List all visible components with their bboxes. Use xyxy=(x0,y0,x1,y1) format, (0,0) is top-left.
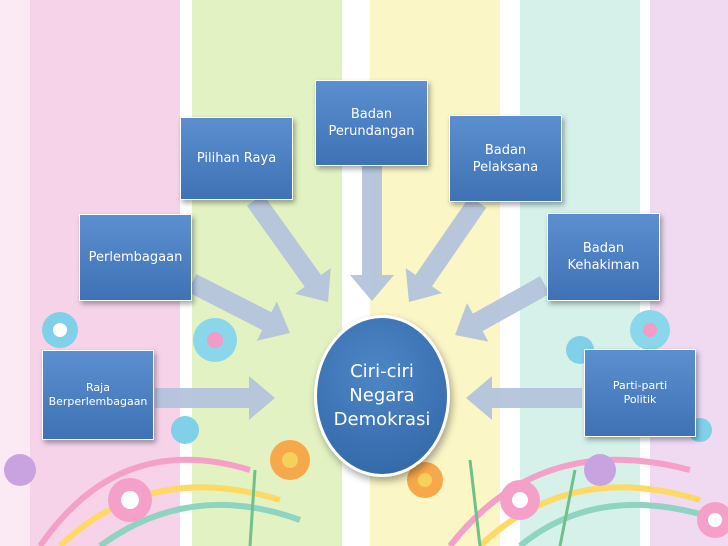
arrow-pilihan-raya xyxy=(246,194,331,302)
node-perlembagaan: Perlembagaan xyxy=(79,214,192,301)
node-raja-berperlembagaan: Raja Berperlembagaan xyxy=(42,350,154,440)
node-parti-parti-politik: Parti-parti Politik xyxy=(584,349,696,437)
node-badan-pelaksana: Badan Pelaksana xyxy=(449,115,562,202)
node-badan-perundangan: Badan Perundangan xyxy=(315,80,428,166)
node-badan-kehakiman: Badan Kehakiman xyxy=(547,213,660,301)
arrow-badan-perundangan xyxy=(350,166,394,301)
arrow-parti-parti-politik xyxy=(466,376,582,420)
arrow-badan-kehakiman xyxy=(455,276,550,342)
center-node: Ciri-ciri Negara Demokrasi xyxy=(314,315,450,477)
node-pilihan-raya: Pilihan Raya xyxy=(180,117,293,200)
arrow-raja-berperlembagaan xyxy=(155,376,275,420)
arrow-badan-pelaksana xyxy=(405,196,487,302)
arrow-perlembagaan xyxy=(187,274,290,341)
bg-stripe-lilac xyxy=(650,0,728,546)
